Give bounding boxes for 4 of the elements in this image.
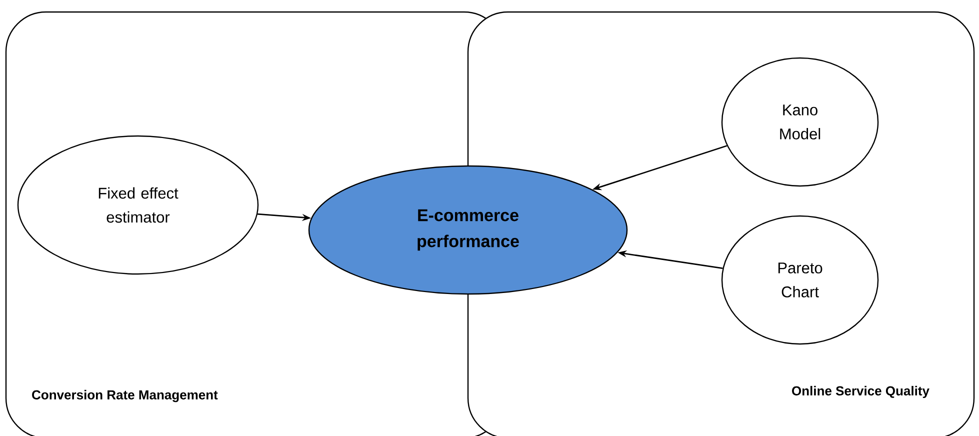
ellipse-node: Kano Model xyxy=(721,57,879,187)
ellipse-node: E-commerce performance xyxy=(308,165,628,295)
ellipse-node: Fixed effect estimator xyxy=(17,135,259,275)
ellipse-node: Pareto Chart xyxy=(721,215,879,345)
